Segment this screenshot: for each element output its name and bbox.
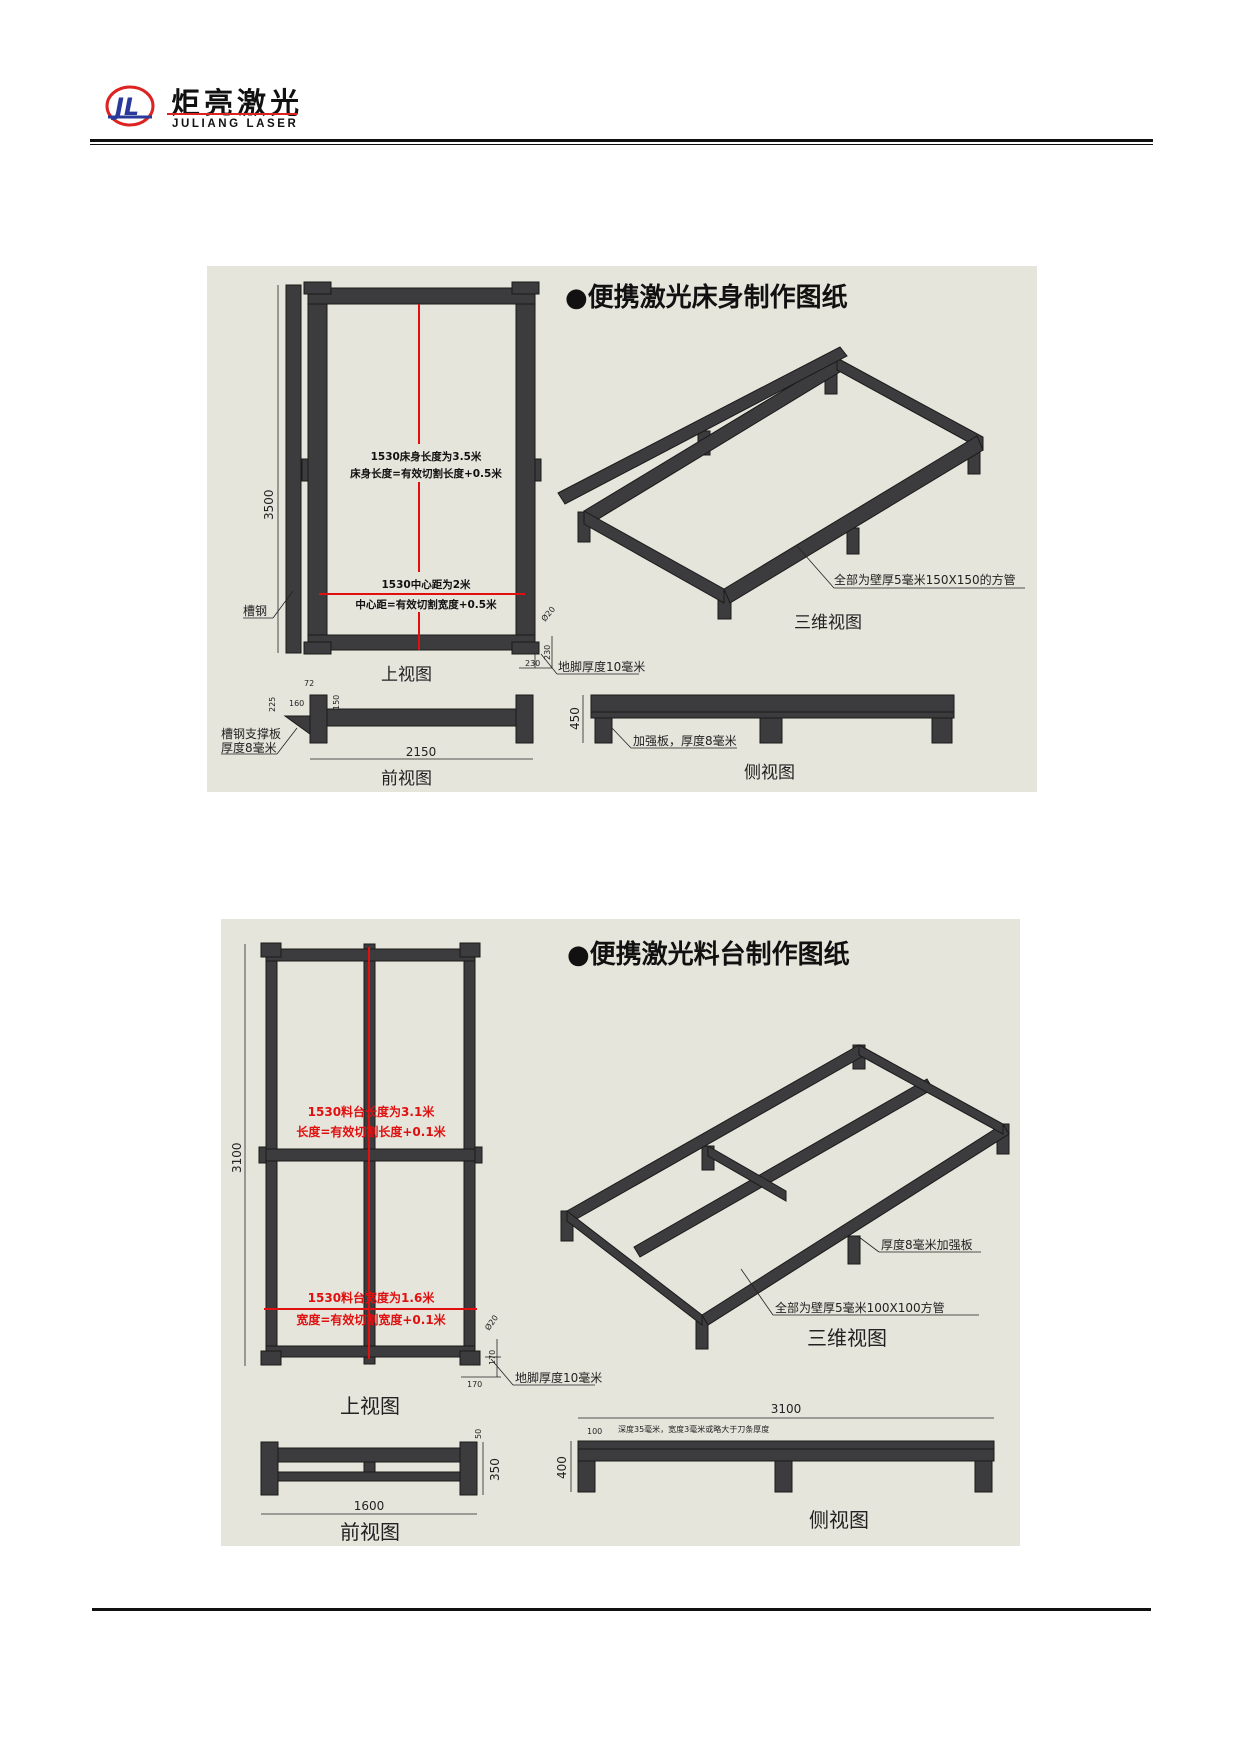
foot-width-dim: 230 <box>525 659 540 668</box>
foot-thickness-note: 地脚厚度10毫米 <box>558 659 645 674</box>
table-length-formula: 长度=有效切割长度+0.1米 <box>296 1124 446 1139</box>
bed-center-formula: 中心距=有效切割宽度+0.5米 <box>355 598 497 611</box>
table-drawing-title: ●便携激光料台制作图纸 <box>567 939 850 970</box>
bed-length-formula: 床身长度=有效切割长度+0.5米 <box>350 467 502 480</box>
bed-side-view <box>582 694 955 749</box>
bracket-note: 槽钢支撑板 <box>221 726 281 741</box>
bed-drawing-title: ●便携激光床身制作图纸 <box>565 282 848 313</box>
header-rule <box>90 139 1153 142</box>
3d-view-label: 三维视图 <box>807 1326 887 1350</box>
svg-text:160: 160 <box>289 699 304 708</box>
header-rule-thin <box>90 144 1153 145</box>
foot-width-dim: 170 <box>467 1380 482 1389</box>
front-view-label: 前视图 <box>381 769 432 789</box>
front-height-dim: 350 <box>488 1458 502 1481</box>
3d-view-label: 三维视图 <box>794 613 862 633</box>
side-view-label: 侧视图 <box>744 763 795 783</box>
tube-spec-note: 全部为壁厚5毫米100X100方管 <box>775 1300 945 1315</box>
table-side-view <box>570 1417 995 1493</box>
bed-drawing: ●便携激光床身制作图纸 3500 槽钢 1530床身长度为3.5米 床身长度=有… <box>221 281 1025 789</box>
slot-note: 深度35毫米，宽度3毫米或略大于刀条厚度 <box>618 1424 769 1434</box>
top-view-label: 上视图 <box>381 665 432 685</box>
hole-dim: Ø20 <box>482 1313 500 1332</box>
side-length-dim: 3100 <box>771 1402 802 1416</box>
tube-spec-note: 全部为壁厚5毫米150X150的方管 <box>834 572 1016 587</box>
table-drawing: ●便携激光料台制作图纸 3100 1530料台长度为3.1米 长度=有效切割长度… <box>230 939 1010 1544</box>
bracket-thickness-note: 厚度8毫米 <box>221 740 277 755</box>
bed-front-view <box>221 694 534 760</box>
table-top-view <box>244 942 595 1386</box>
svg-text:72: 72 <box>304 679 314 688</box>
table-length-dim: 3100 <box>230 1142 244 1173</box>
logo-mark-icon: JL <box>105 85 155 127</box>
bed-drawing-panel: ●便携激光床身制作图纸 3500 槽钢 1530床身长度为3.5米 床身长度=有… <box>207 266 1037 792</box>
company-logo: JL <box>104 84 156 128</box>
rib-note: 厚度8毫米加强板 <box>881 1237 973 1252</box>
side-height-dim: 400 <box>555 1456 569 1479</box>
table-3d-view <box>560 1044 1010 1350</box>
svg-text:150: 150 <box>332 695 341 710</box>
table-width-formula: 宽度=有效切割宽度+0.1米 <box>295 1312 446 1327</box>
bed-length-note: 1530床身长度为3.5米 <box>371 450 482 463</box>
bed-height-dim: 450 <box>568 707 582 730</box>
table-front-view <box>260 1441 484 1515</box>
table-length-note: 1530料台长度为3.1米 <box>308 1104 436 1119</box>
bed-top-view <box>243 281 639 675</box>
table-width-note: 1530料台宽度为1.6米 <box>308 1290 436 1305</box>
logo-chinese-name: 炬亮激光 <box>171 86 304 120</box>
bed-length-dim: 3500 <box>262 489 276 520</box>
foot-height-dim: 170 <box>488 1350 497 1365</box>
top-view-label: 上视图 <box>340 1394 400 1418</box>
foot-thickness-note: 地脚厚度10毫米 <box>515 1370 602 1385</box>
table-drawing-panel: ●便携激光料台制作图纸 3100 1530料台长度为3.1米 长度=有效切割长度… <box>221 919 1020 1546</box>
front-view-label: 前视图 <box>340 1520 400 1544</box>
table-width-dim: 1600 <box>354 1499 385 1513</box>
pitch-dim: 100 <box>587 1427 602 1436</box>
channel-steel-rail <box>285 284 302 654</box>
svg-text:225: 225 <box>268 697 277 712</box>
rib-note: 加强板，厚度8毫米 <box>633 733 737 748</box>
logo-divider <box>167 113 297 115</box>
bed-center-note: 1530中心距为2米 <box>381 578 471 591</box>
side-view-label: 侧视图 <box>809 1508 869 1532</box>
footer-rule <box>92 1608 1151 1611</box>
svg-text:50: 50 <box>474 1429 483 1439</box>
foot-height-dim: 230 <box>543 645 552 660</box>
logo-english-name: JULIANG LASER <box>172 118 299 130</box>
channel-steel-label: 槽钢 <box>243 604 267 618</box>
hole-dim: Ø20 <box>539 604 557 623</box>
bed-3d-view <box>557 346 1025 620</box>
bed-width-dim: 2150 <box>406 745 437 759</box>
